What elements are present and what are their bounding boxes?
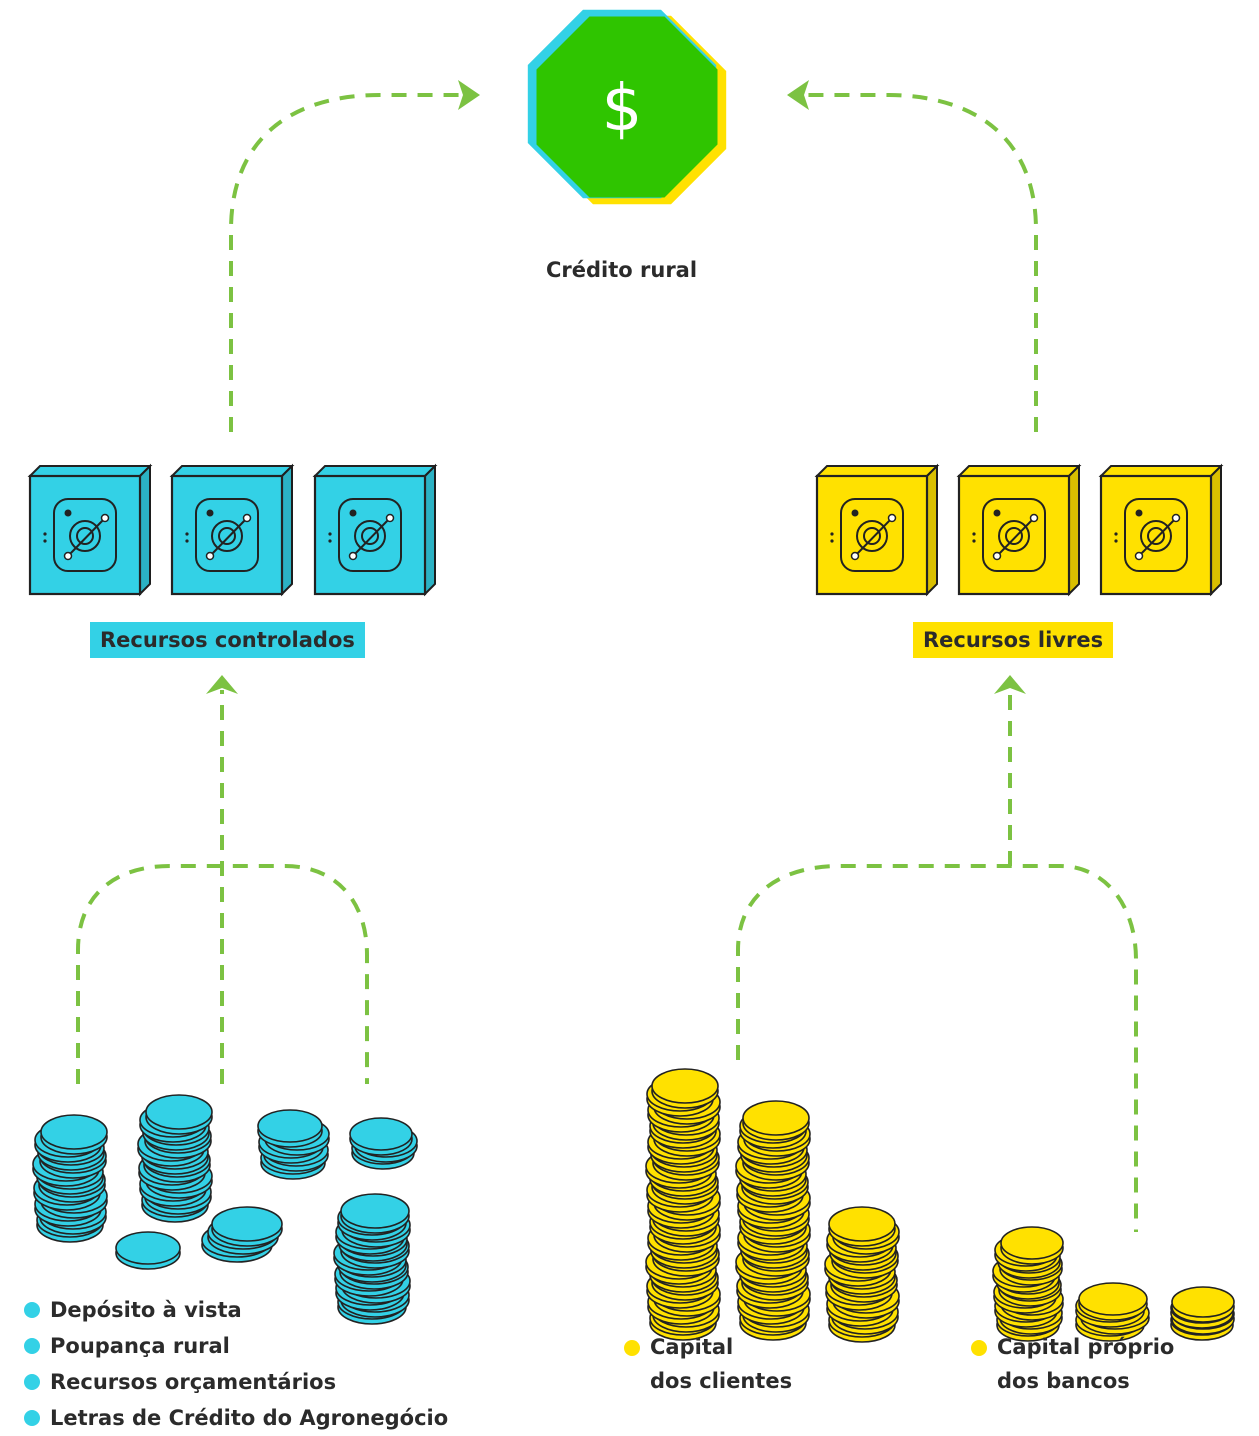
bank-capital-legend-item: Capital próprio dos bancos <box>971 1330 1174 1398</box>
legend-item: Capital <box>624 1330 792 1364</box>
coin-stack-icon <box>349 1117 418 1170</box>
cyan-bullet-icon <box>24 1374 40 1390</box>
flow-line-right-merge <box>736 864 1138 1232</box>
legend-text: Recursos orçamentários <box>50 1370 337 1394</box>
coin-stack-icon <box>645 1068 721 1341</box>
legend-item: Poupança rural <box>24 1328 448 1364</box>
coin-face <box>257 1109 323 1143</box>
coin-stack-icon <box>201 1206 283 1263</box>
legend-text: Depósito à vista <box>50 1298 242 1322</box>
legend-item: Letras de Crédito do Agronegócio <box>24 1400 448 1436</box>
coin-stack-icon <box>257 1109 330 1180</box>
coin-face <box>211 1206 283 1242</box>
coin-face <box>1000 1226 1064 1260</box>
coin-face <box>115 1231 181 1265</box>
coin-stack-icon <box>992 1226 1064 1342</box>
legend-item: Depósito à vista <box>24 1292 448 1328</box>
legend-text: dos clientes <box>650 1369 793 1393</box>
arrow-head-icon <box>458 80 480 110</box>
coin-face <box>1078 1282 1148 1316</box>
safe-shape <box>1101 466 1221 594</box>
legend-item: Recursos orçamentários <box>24 1364 448 1400</box>
yellow-bullet-icon <box>971 1340 987 1356</box>
coin-face <box>40 1114 108 1150</box>
coin-face <box>742 1100 810 1136</box>
legend-text: Letras de Crédito do Agronegócio <box>50 1406 449 1430</box>
badge-green-face <box>536 16 718 198</box>
controlled-sources-legend: Depósito à vista Poupança rural Recursos… <box>24 1292 448 1436</box>
dollar-icon: $ <box>602 72 643 146</box>
flow-line-right-top <box>802 93 1038 432</box>
arrow-head-icon <box>994 675 1026 694</box>
cyan-bullet-icon <box>24 1410 40 1426</box>
coin-stack-icon <box>735 1100 811 1341</box>
safe-icon <box>1101 466 1221 594</box>
safe-shape <box>959 466 1079 594</box>
coin-stack-icon <box>1075 1282 1150 1342</box>
legend-text: dos bancos <box>997 1369 1130 1393</box>
safe-shape <box>172 466 292 594</box>
flow-line-left-top <box>229 93 465 432</box>
safe-icon <box>30 466 150 594</box>
dollar-badge-icon: $ <box>527 9 727 205</box>
safe-icon <box>817 466 937 594</box>
coin-face <box>340 1193 410 1229</box>
legend-text: Poupança rural <box>50 1334 230 1358</box>
arrow-head-icon <box>206 675 238 694</box>
safe-shape <box>315 466 435 594</box>
coin-stack-icon <box>333 1193 411 1325</box>
safe-icon <box>172 466 292 594</box>
coin-face <box>349 1117 413 1151</box>
legend-text: Capital próprio <box>997 1335 1175 1359</box>
client-capital-legend-item: Capital dos clientes <box>624 1330 792 1398</box>
yellow-bullet-icon <box>624 1340 640 1356</box>
free-resources-label: Recursos livres <box>913 622 1114 658</box>
cyan-bullet-icon <box>24 1302 40 1318</box>
coin-stack-icon <box>32 1114 108 1243</box>
credit-label: Crédito rural <box>546 258 698 282</box>
arrow-head-icon <box>787 80 809 110</box>
coin-stack-icon <box>824 1206 900 1343</box>
safe-shape <box>817 466 937 594</box>
controlled-resources-label: Recursos controlados <box>90 622 365 658</box>
legend-item-line2: dos bancos <box>971 1364 1174 1398</box>
legend-item-line2: dos clientes <box>624 1364 792 1398</box>
coin-face <box>651 1068 719 1104</box>
coin-stack-icon <box>137 1094 213 1223</box>
coin-face <box>145 1094 213 1130</box>
safe-shape <box>30 466 150 594</box>
legend-item: Capital próprio <box>971 1330 1174 1364</box>
safe-icon <box>315 466 435 594</box>
coin-stack-icon <box>115 1231 181 1270</box>
cyan-bullet-icon <box>24 1338 40 1354</box>
safe-icon <box>959 466 1079 594</box>
coin-face <box>828 1206 896 1242</box>
coin-face <box>1171 1286 1235 1318</box>
coin-stack-icon <box>1170 1286 1235 1341</box>
legend-text: Capital <box>650 1335 734 1359</box>
